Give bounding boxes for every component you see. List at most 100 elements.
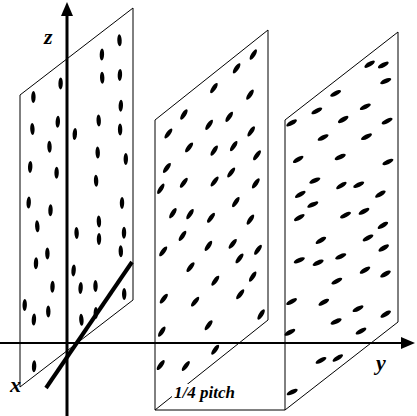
molecule — [359, 102, 372, 111]
molecule — [310, 106, 323, 116]
molecule — [292, 154, 305, 164]
molecule — [285, 118, 298, 128]
molecule — [158, 293, 169, 305]
molecule — [318, 297, 331, 307]
molecule — [315, 235, 328, 245]
molecule — [158, 245, 169, 257]
molecule — [226, 166, 237, 178]
molecule — [184, 141, 195, 153]
molecule — [185, 208, 195, 220]
molecule — [177, 230, 187, 242]
molecule — [381, 116, 394, 125]
molecule — [47, 141, 52, 153]
molecule — [234, 252, 245, 264]
molecule — [117, 34, 122, 46]
molecule — [97, 233, 102, 245]
molecule — [293, 256, 306, 265]
molecule — [330, 317, 343, 326]
molecule — [312, 258, 325, 267]
molecule — [209, 144, 219, 156]
molecule — [55, 116, 60, 128]
molecule — [178, 177, 189, 189]
molecule — [120, 197, 125, 209]
molecule — [306, 200, 319, 209]
pitch-bracket — [155, 410, 285, 411]
molecule — [229, 140, 239, 152]
molecule — [204, 119, 214, 131]
molecule — [28, 161, 33, 173]
molecule — [246, 125, 256, 137]
molecule — [248, 48, 258, 61]
molecule — [78, 282, 83, 294]
axis-label: y — [376, 352, 386, 374]
molecule — [118, 245, 123, 257]
molecule — [224, 111, 234, 123]
molecule — [360, 132, 373, 141]
molecule — [58, 77, 63, 89]
plane-outline — [155, 30, 268, 410]
arrow-head — [401, 337, 415, 349]
molecule — [329, 89, 342, 98]
molecule — [96, 114, 101, 126]
molecule — [339, 210, 352, 219]
molecule — [379, 309, 392, 319]
molecule — [245, 213, 255, 225]
molecule — [157, 325, 167, 337]
molecule — [284, 327, 297, 337]
molecule — [352, 304, 365, 313]
molecule — [32, 360, 37, 372]
molecule — [235, 288, 246, 300]
molecule — [317, 133, 330, 142]
molecule — [308, 176, 321, 185]
molecule — [227, 238, 238, 250]
molecule — [203, 240, 213, 252]
molecule — [251, 177, 262, 189]
molecule — [377, 243, 390, 253]
molecule — [330, 276, 343, 285]
molecule — [179, 108, 189, 120]
molecule — [45, 247, 49, 259]
molecule — [253, 244, 264, 256]
molecule — [286, 388, 299, 397]
molecule — [156, 183, 166, 196]
molecule — [122, 227, 127, 239]
molecule — [245, 88, 255, 100]
molecule — [155, 359, 166, 371]
molecule — [185, 261, 196, 273]
molecule — [210, 275, 221, 287]
molecule — [122, 288, 126, 300]
molecule — [54, 167, 59, 179]
molecule — [30, 123, 35, 135]
molecule — [79, 314, 84, 326]
molecule — [124, 153, 128, 165]
molecule — [379, 77, 392, 86]
molecule — [35, 220, 40, 232]
molecule — [48, 204, 53, 216]
molecule — [355, 326, 368, 336]
molecule — [31, 91, 36, 103]
molecule — [190, 296, 201, 308]
molecule — [22, 299, 27, 311]
molecule — [248, 270, 258, 282]
molecule — [162, 162, 173, 174]
molecule — [337, 115, 350, 125]
molecule — [332, 353, 345, 363]
axis-label: z — [44, 26, 53, 48]
molecule — [180, 360, 191, 372]
molecule — [294, 189, 307, 199]
molecule — [285, 297, 298, 307]
axis-label: x — [10, 374, 21, 396]
molecule — [210, 344, 221, 356]
dimension-label: 1/4 pitch — [172, 384, 237, 401]
arrow-head — [61, 2, 73, 16]
molecule — [231, 196, 241, 208]
y-axis — [0, 342, 405, 344]
molecule — [374, 189, 387, 199]
plane-outline — [285, 32, 398, 410]
molecule — [117, 69, 122, 81]
molecule — [315, 356, 328, 366]
molecule — [100, 48, 105, 60]
molecule — [209, 82, 219, 94]
molecule — [379, 269, 392, 279]
